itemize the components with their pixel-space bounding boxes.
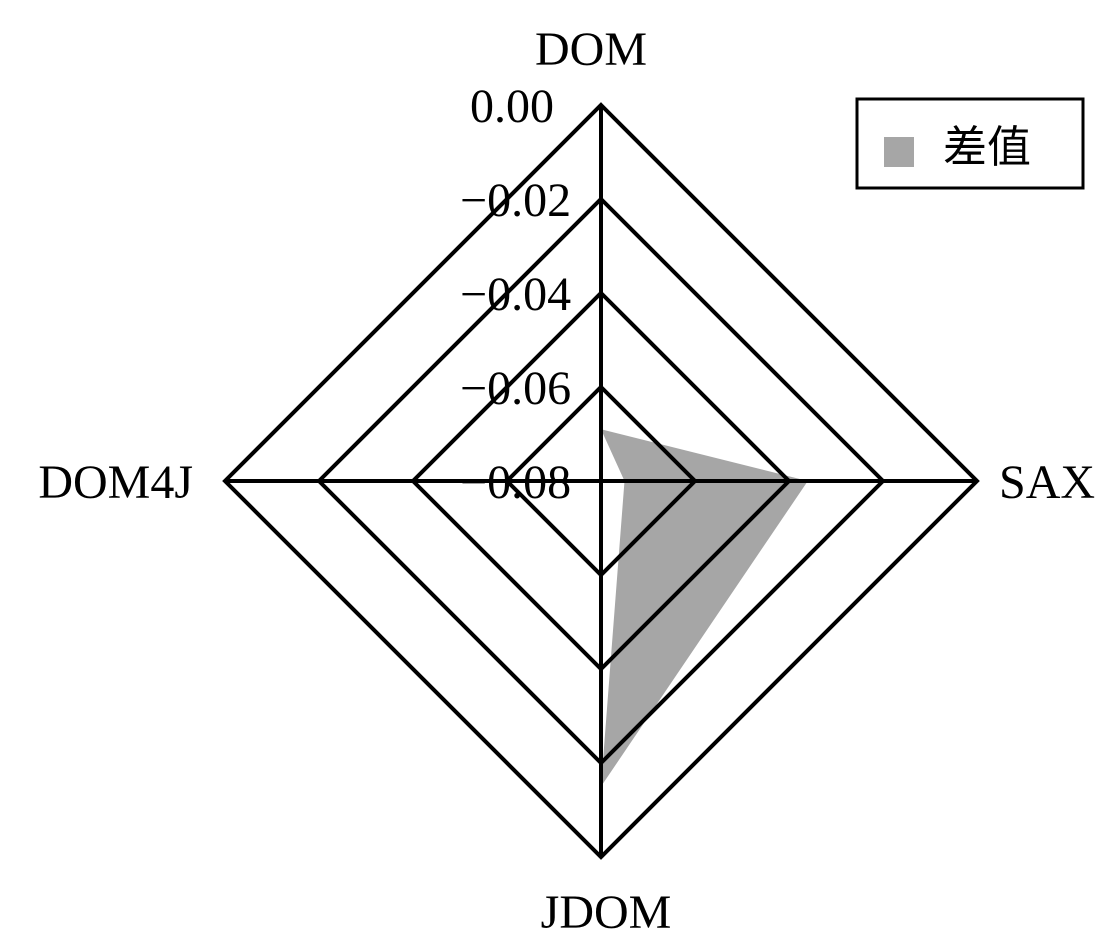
axis-label-dom: DOM [535, 23, 647, 76]
radial-tick-label: 0.00 [470, 80, 554, 133]
radial-tick-label: −0.02 [460, 174, 571, 227]
series-area [601, 429, 808, 787]
axis-labels: DOM SAX JDOM DOM4J [38, 23, 1095, 939]
radial-tick-label: −0.08 [460, 456, 571, 509]
radar-grid [222, 102, 980, 860]
radial-tick-label: −0.06 [460, 362, 571, 415]
axis-label-dom4j: DOM4J [38, 456, 193, 509]
radial-tick-labels: 0.00 −0.02 −0.04 −0.06 −0.08 [460, 80, 571, 509]
axis-label-sax: SAX [999, 456, 1095, 509]
legend: 差值 [855, 97, 1085, 190]
legend-swatch [884, 137, 914, 167]
legend-label: 差值 [943, 122, 1031, 173]
axis-label-jdom: JDOM [541, 886, 672, 939]
radial-tick-label: −0.04 [460, 268, 571, 321]
